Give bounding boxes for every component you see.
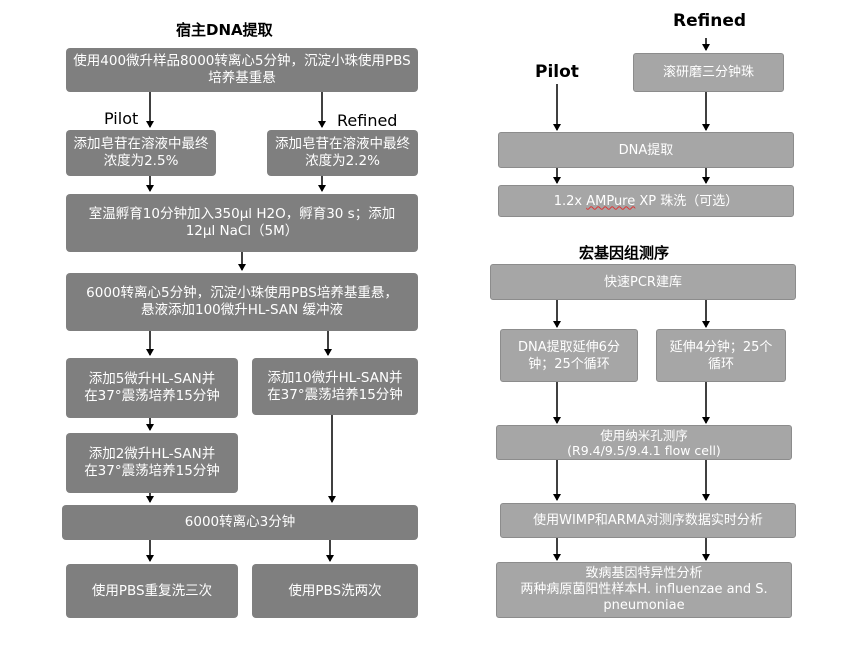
step-pilot-saponin: 添加皂苷在溶液中最终浓度为2.5%: [66, 130, 216, 176]
right-pilot-label: Pilot: [535, 62, 579, 82]
result-line1: 致病基因特异性分析: [585, 566, 703, 581]
step-pilot-wash: 使用PBS重复洗三次: [66, 564, 238, 618]
host-dna-extraction-title: 宿主DNA提取: [176, 21, 273, 39]
step-ampure-wash: 1.2x AMPure XP 珠洗（可选）: [498, 185, 794, 217]
step-refined-hlsan-10: 添加10微升HL-SAN并在37°震荡培养15分钟: [252, 358, 418, 415]
right-refined-label: Refined: [673, 11, 747, 31]
nanopore-line1: 使用纳米孔测序: [600, 427, 688, 443]
step-centrifuge-8000: 使用400微升样品8000转离心5分钟，沉淀小珠使用PBS培养基重悬: [66, 48, 418, 92]
result-line2: 两种病原菌阳性样本H. influenzae and S. pneumoniae: [520, 582, 768, 613]
step-pilot-hlsan-2: 添加2微升HL-SAN并在37°震荡培养15分钟: [66, 433, 238, 493]
step-bead-beating: 滚研磨三分钟珠: [633, 53, 784, 92]
step-dna-extraction: DNA提取: [498, 132, 794, 168]
metagenomic-sequencing-title: 宏基因组测序: [579, 244, 670, 262]
step-refined-extension: 延伸4分钟；25个循环: [656, 329, 786, 382]
step-refined-saponin: 添加皂苷在溶液中最终浓度为2.2%: [267, 130, 418, 176]
step-pilot-extension: DNA提取延伸6分钟；25个循环: [500, 329, 638, 382]
nanopore-line2: (R9.4/9.5/9.4.1 flow cell): [567, 442, 721, 458]
step-refined-wash: 使用PBS洗两次: [252, 564, 418, 618]
step-realtime-analysis: 使用WIMP和ARMA对测序数据实时分析: [500, 503, 796, 538]
left-refined-label: Refined: [337, 111, 398, 130]
ampure-pre: 1.2x: [553, 193, 587, 209]
step-nanopore-sequencing: 使用纳米孔测序 (R9.4/9.5/9.4.1 flow cell): [496, 425, 792, 460]
step-centrifuge-6000: 6000转离心5分钟，沉淀小珠使用PBS培养基重悬，悬液添加100微升HL-SA…: [66, 273, 418, 331]
step-pathogen-analysis: 致病基因特异性分析 两种病原菌阳性样本H. influenzae and S. …: [496, 562, 792, 618]
left-pilot-label: Pilot: [104, 109, 139, 128]
ampure-brand: AMPure: [586, 193, 636, 209]
step-pcr-library: 快速PCR建库: [490, 264, 796, 300]
ampure-post: XP 珠洗（可选）: [635, 193, 739, 209]
step-pilot-hlsan-5: 添加5微升HL-SAN并在37°震荡培养15分钟: [66, 358, 238, 418]
step-centrifuge-3min: 6000转离心3分钟: [62, 505, 418, 540]
step-incubate: 室温孵育10分钟加入350μl H2O，孵育30 s；添加12μl NaCl（5…: [66, 194, 418, 252]
